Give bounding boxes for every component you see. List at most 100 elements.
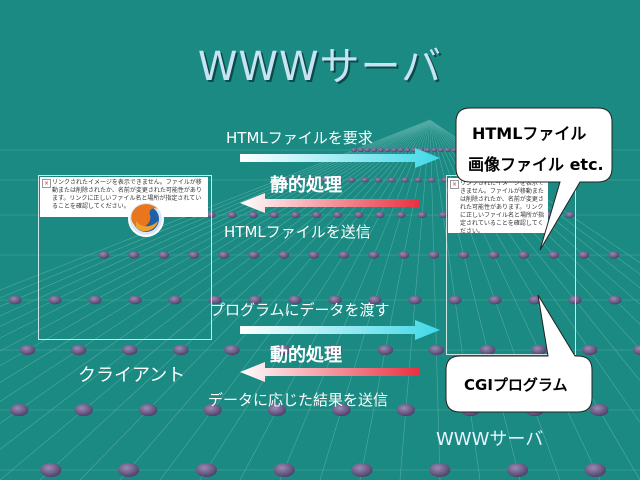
grid-dot — [578, 251, 590, 259]
grid-dot — [321, 177, 329, 183]
callout-files-line1: HTMLファイル — [472, 124, 587, 143]
broken-image-icon: × — [450, 180, 459, 189]
send-html-arrow — [240, 193, 420, 213]
client-frame — [38, 175, 212, 340]
send-result-arrow — [240, 362, 420, 382]
grid-dot — [408, 295, 422, 305]
grid-dot — [74, 403, 93, 417]
server-broken-image: × リンクされたイメージを表示できません。ファイルが移動または削除されたか、名前… — [448, 178, 548, 233]
grid-dot — [530, 344, 547, 356]
dynamic-process-label: 動的処理 — [270, 345, 342, 366]
callout-cgi-label: CGIプログラム — [464, 376, 568, 394]
grid-dot — [518, 251, 530, 259]
grid-dot — [248, 251, 260, 259]
pass-data-arrow — [240, 320, 440, 340]
grid-dot — [354, 211, 364, 219]
grid-dot — [377, 344, 394, 356]
grid-dot — [428, 344, 445, 356]
grid-dot — [633, 344, 640, 356]
grid-dot — [278, 251, 290, 259]
grid-dot — [307, 177, 316, 183]
grid-dot — [438, 211, 448, 219]
grid-dot — [375, 211, 385, 219]
grid-dot — [371, 147, 378, 153]
grid-dot — [398, 251, 410, 259]
grid-dot — [10, 403, 29, 417]
grid-dot — [361, 177, 369, 183]
grid-dot — [40, 463, 62, 477]
grid-dot — [368, 295, 382, 305]
grid-dot — [427, 177, 436, 183]
request-arrow — [240, 148, 440, 168]
grid-dot — [294, 177, 303, 183]
firefox-logo-icon — [128, 201, 164, 237]
grid-dot — [377, 147, 384, 153]
send-result-label: データに応じた結果を送信 — [208, 391, 389, 409]
grid-dot — [590, 403, 609, 417]
grid-dot — [428, 251, 440, 259]
grid-dot — [281, 177, 289, 183]
grid-dot — [338, 251, 350, 259]
grid-dot — [444, 147, 451, 153]
pass-data-label: プログラムにデータを渡す — [210, 301, 390, 319]
grid-dot — [364, 147, 371, 153]
request-html-label: HTMLファイルを要求 — [226, 129, 373, 147]
grid-dot — [429, 463, 451, 477]
grid-dot — [368, 251, 380, 259]
static-process-label: 静的処理 — [270, 175, 342, 196]
grid-dot — [608, 295, 622, 305]
grid-dot — [218, 251, 230, 259]
grid-dot — [414, 177, 423, 183]
grid-dot — [88, 295, 102, 305]
grid-dot — [121, 344, 138, 356]
client-label: クライアント — [78, 365, 186, 386]
grid-dot — [565, 211, 575, 219]
server-label: WWWサーバ — [436, 429, 544, 450]
grid-dot — [273, 463, 295, 477]
grid-dot — [206, 211, 216, 219]
client-broken-image: × リンクされたイメージを表示できません。ファイルが移動または削除されたか、名前… — [40, 177, 208, 217]
grid-dot — [458, 251, 470, 259]
grid-dot — [128, 295, 142, 305]
grid-dot — [608, 251, 620, 259]
grid-dot — [396, 211, 406, 219]
send-html-label: HTMLファイルを送信 — [224, 223, 371, 241]
broken-image-icon: × — [42, 179, 51, 188]
grid-dot — [397, 147, 404, 153]
grid-dot — [328, 295, 342, 305]
grid-dot — [581, 344, 598, 356]
grid-dot — [351, 147, 358, 153]
grid-dot — [326, 344, 343, 356]
grid-dot — [118, 463, 140, 477]
grid-dot — [351, 463, 373, 477]
grid-dot — [70, 344, 87, 356]
grid-dot — [248, 295, 262, 305]
grid-dot — [227, 211, 237, 219]
grid-dot — [128, 251, 140, 259]
grid-dot — [138, 403, 158, 417]
callout-files-line2: 画像ファイル etc. — [468, 155, 604, 174]
grid-dot — [387, 177, 396, 183]
grid-dot — [158, 251, 170, 259]
grid-dot — [8, 295, 22, 305]
grid-dot — [401, 177, 409, 183]
grid-dot — [548, 251, 560, 259]
grid-dot — [267, 403, 287, 417]
grid-dot — [391, 147, 398, 153]
grid-dot — [384, 147, 391, 153]
grid-dot — [224, 344, 240, 356]
grid-dot — [437, 147, 444, 153]
grid-dot — [290, 211, 300, 219]
grid-dot — [396, 403, 415, 417]
grid-dot — [275, 344, 291, 356]
grid-dot — [48, 295, 62, 305]
grid-dot — [98, 251, 110, 259]
grid-dot — [203, 403, 222, 417]
grid-dot — [374, 177, 383, 183]
grid-dot — [308, 251, 320, 259]
grid-dot — [168, 295, 182, 305]
grid-dot — [269, 211, 279, 219]
